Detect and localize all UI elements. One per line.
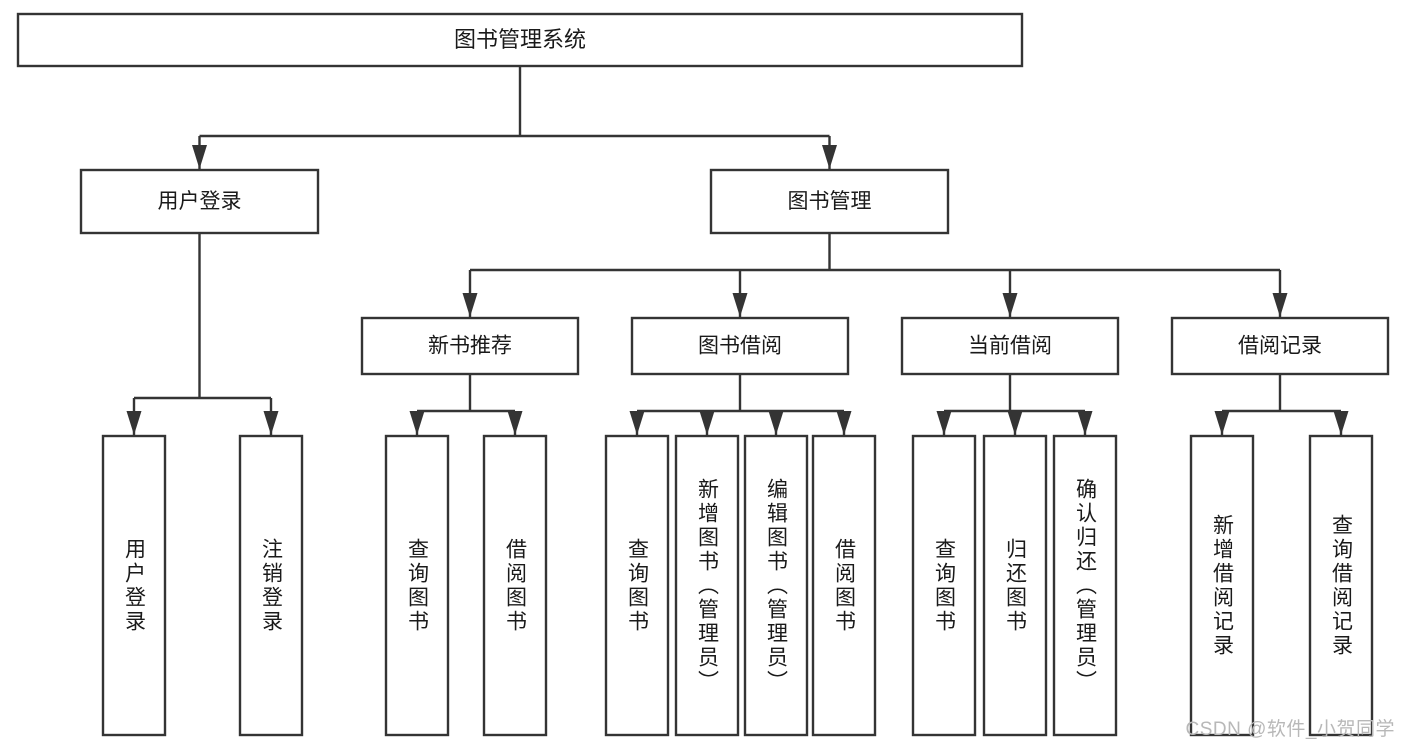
arrow-head-icon-current-borrow-to-leaf-1 bbox=[1007, 411, 1023, 435]
arrow-head-icon-book-borrow-to-leaf-3 bbox=[836, 411, 852, 435]
node-label-root: 图书管理系统 bbox=[454, 27, 586, 52]
node-box-leaf-9[interactable] bbox=[982, 434, 1048, 737]
node-label-level3-0: 新书推荐 bbox=[428, 335, 512, 358]
node-label-level3-1: 图书借阅 bbox=[698, 335, 782, 358]
node-box-leaf-10[interactable] bbox=[1052, 434, 1118, 737]
node-box-leaf-2[interactable] bbox=[384, 434, 450, 737]
arrow-head-icon-book-borrow-to-leaf-0 bbox=[629, 411, 645, 435]
arrow-head-icon-new-book-to-leaf-0 bbox=[409, 411, 425, 435]
arrow-head-icon-new-book-to-leaf-1 bbox=[507, 411, 523, 435]
node-box-level2-0[interactable] bbox=[79, 168, 320, 235]
arrow-head-icon-book-borrow-to-leaf-1 bbox=[699, 411, 715, 435]
node-box-leaf-5[interactable] bbox=[674, 434, 740, 737]
arrow-head-icon-user-login-to-leaf-1 bbox=[263, 411, 279, 435]
arrow-head-icon-root-to-level2-0 bbox=[192, 145, 207, 169]
node-label-level3-2: 当前借阅 bbox=[968, 335, 1052, 358]
arrow-head-icon-borrow-record-to-leaf-0 bbox=[1214, 411, 1230, 435]
node-box-level3-0[interactable] bbox=[360, 316, 580, 376]
arrow-head-icon-current-borrow-to-leaf-0 bbox=[936, 411, 952, 435]
node-box-leaf-8[interactable] bbox=[911, 434, 977, 737]
node-box-leaf-0[interactable] bbox=[101, 434, 167, 737]
arrow-head-icon-level2-1-to-level3-2 bbox=[1002, 293, 1018, 317]
node-label-level2-0: 用户登录 bbox=[158, 190, 242, 213]
arrow-head-icon-root-to-level2-1 bbox=[822, 145, 837, 169]
arrow-head-icon-level2-1-to-level3-0 bbox=[462, 293, 478, 317]
node-box-leaf-6[interactable] bbox=[743, 434, 809, 737]
node-box-leaf-11[interactable] bbox=[1189, 434, 1255, 737]
arrow-head-icon-user-login-to-leaf-0 bbox=[126, 411, 142, 435]
node-box-leaf-1[interactable] bbox=[238, 434, 304, 737]
arrow-head-icon-current-borrow-to-leaf-2 bbox=[1077, 411, 1093, 435]
node-box-level2-1[interactable] bbox=[709, 168, 950, 235]
node-label-level2-1: 图书管理 bbox=[788, 190, 872, 213]
node-box-leaf-4[interactable] bbox=[604, 434, 670, 737]
node-box-level3-3[interactable] bbox=[1170, 316, 1390, 376]
arrow-head-icon-borrow-record-to-leaf-1 bbox=[1333, 411, 1349, 435]
arrow-head-icon-level2-1-to-level3-3 bbox=[1272, 293, 1288, 317]
arrow-head-icon-book-borrow-to-leaf-2 bbox=[768, 411, 784, 435]
node-box-leaf-7[interactable] bbox=[811, 434, 877, 737]
node-box-level3-1[interactable] bbox=[630, 316, 850, 376]
arrow-head-icon-level2-1-to-level3-1 bbox=[732, 293, 748, 317]
node-boxes-layer bbox=[16, 12, 1390, 737]
node-label-level3-3: 借阅记录 bbox=[1238, 335, 1322, 358]
node-box-level3-2[interactable] bbox=[900, 316, 1120, 376]
node-box-leaf-12[interactable] bbox=[1308, 434, 1374, 737]
connector-links-layer bbox=[126, 66, 1349, 435]
node-box-root[interactable] bbox=[16, 12, 1024, 68]
watermark-text: CSDN @软件_小贺同学 bbox=[1185, 719, 1395, 740]
node-box-leaf-3[interactable] bbox=[482, 434, 548, 737]
